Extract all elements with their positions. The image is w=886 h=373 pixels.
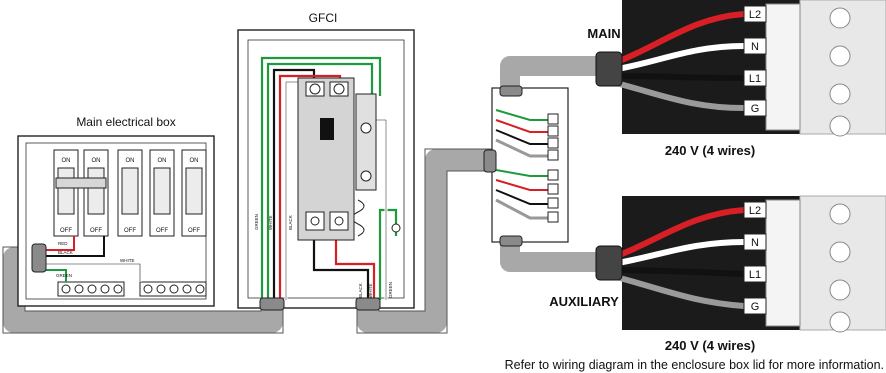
terminal-aux-l1: L1	[749, 269, 761, 281]
auxiliary-title: AUXILIARY	[549, 294, 619, 309]
voltage-aux: 240 V (4 wires)	[665, 338, 755, 353]
breaker-1: ON OFF	[53, 149, 79, 237]
gfci-label-white: WHITE	[268, 216, 273, 231]
ground-screw	[391, 223, 401, 233]
main-wires	[609, 11, 747, 111]
breaker-tie-handle	[55, 177, 107, 189]
conduit-fitting-gfci-left	[259, 297, 285, 311]
gfci-label-white-out: WHITE	[368, 284, 373, 299]
wire-nuts	[547, 113, 559, 223]
breaker-3: ON OFF	[117, 149, 143, 237]
breaker-off-label: OFF	[188, 228, 200, 234]
junction-box	[483, 85, 569, 247]
terminal-aux-n: N	[751, 237, 759, 249]
terminal-main-l1: L1	[749, 73, 761, 85]
breaker-off-label: OFF	[156, 228, 168, 234]
main-box-title: Main electrical box	[76, 115, 175, 129]
gfci-wires	[260, 56, 398, 300]
conduit-gfci-to-junction	[357, 149, 503, 333]
breaker-off-label: OFF	[60, 228, 72, 234]
breaker-off-label: OFF	[90, 228, 102, 234]
terminal-strip-right	[139, 281, 207, 297]
terminal-aux-g: G	[751, 301, 760, 313]
breaker-off-label: OFF	[124, 228, 136, 234]
conduit-fitting-main-box	[31, 243, 47, 273]
breaker-on-label: ON	[126, 158, 135, 164]
main-electrical-box: Main electrical box ON OFF ON OFF ON OFF	[17, 115, 215, 307]
conduit-fitting-junction-top	[499, 85, 523, 97]
conduit-junction-to-aux	[500, 230, 610, 272]
conduit-fitting-junction-left	[483, 149, 497, 173]
breaker-on-label: ON	[158, 158, 167, 164]
gfci-label-green-out: GREEN	[388, 282, 393, 298]
gfci-handle	[320, 118, 334, 140]
main-cable-gland	[595, 51, 623, 87]
breaker-on-label: ON	[62, 158, 71, 164]
breaker-4: ON OFF	[149, 149, 175, 237]
terminal-main-g: G	[751, 103, 760, 115]
breaker-on-label: ON	[190, 158, 199, 164]
wire-label-red: RED	[58, 241, 68, 246]
conduit-fitting-gfci-right	[355, 297, 381, 311]
terminal-aux-l2: L2	[749, 205, 761, 217]
main-title: MAIN	[587, 26, 620, 41]
aux-wires	[609, 207, 747, 309]
gfci-label-black: BLACK	[288, 215, 293, 230]
breaker-5: ON OFF	[181, 149, 207, 237]
aux-cable-gland	[595, 245, 623, 281]
gfci-title: GFCI	[309, 11, 338, 25]
wire-label-white: WHITE	[120, 258, 135, 263]
aux-terminal-labels: L2 N L1 G	[743, 201, 767, 315]
voltage-main: 240 V (4 wires)	[665, 143, 755, 158]
conduit-junction-to-main	[500, 56, 610, 102]
main-terminal-block: L2 N L1 G MAIN 240 V (4 wires)	[587, 0, 886, 158]
wire-label-green: GREEN	[56, 273, 72, 278]
terminal-strip-left	[57, 281, 125, 297]
main-box-wires	[44, 236, 142, 282]
terminal-main-n: N	[751, 41, 759, 53]
junction-wires	[495, 109, 548, 220]
aux-terminal-block: L2 N L1 G AUXILIARY 240 V (4 wires)	[549, 195, 886, 353]
conduit-fitting-junction-bottom	[499, 235, 523, 247]
main-terminal-labels: L2 N L1 G	[743, 5, 767, 117]
gfci-label-green: GREEN	[254, 214, 259, 230]
gfci-neutral-bar	[355, 93, 377, 191]
footer-note: Refer to wiring diagram in the enclosure…	[505, 358, 884, 372]
terminal-main-l2: L2	[749, 9, 761, 21]
gfci-box: GFCI GREEN	[237, 11, 415, 311]
breaker-2: ON OFF	[83, 149, 109, 237]
gfci-label-black-out: BLACK	[358, 283, 363, 298]
breaker-on-label: ON	[92, 158, 101, 164]
wire-label-black: BLACK	[58, 250, 73, 255]
